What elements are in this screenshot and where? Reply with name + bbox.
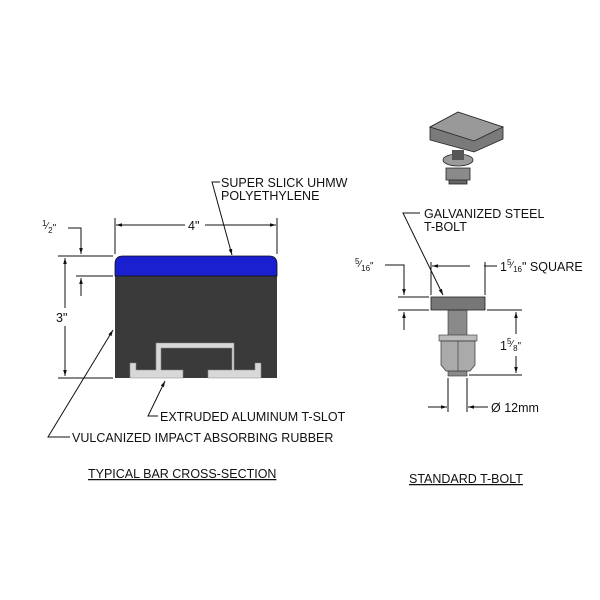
t-bolt-title: STANDARD T-BOLT — [409, 472, 523, 486]
bar-cross-section: 4" 3" 1⁄2" SUPER SLICK UHMW POLYETHYLENE… — [42, 176, 348, 481]
t-bolt-side-view: 15⁄16" SQUARE 5⁄16" 15⁄8" Ø 12mm GALVANI… — [355, 207, 583, 486]
width-dimension: 4" — [188, 219, 199, 233]
shank-length-dimension: 15⁄8" — [500, 337, 522, 353]
uhmw-label-line2: POLYETHYLENE — [221, 189, 319, 203]
t-bolt-3d-view — [428, 111, 505, 185]
cross-section-title: TYPICAL BAR CROSS-SECTION — [88, 467, 276, 481]
t-slot-label: EXTRUDED ALUMINUM T-SLOT — [160, 410, 346, 424]
diameter-dimension: Ø 12mm — [491, 401, 539, 415]
uhmw-label-line1: SUPER SLICK UHMW — [221, 176, 348, 190]
t-bolt-label-line1: GALVANIZED STEEL — [424, 207, 544, 221]
rubber-label: VULCANIZED IMPACT ABSORBING RUBBER — [72, 431, 333, 445]
height-dimension: 3" — [56, 311, 67, 325]
aluminum-t-slot — [129, 342, 262, 379]
head-size-dimension: 15⁄16" SQUARE — [500, 258, 583, 274]
head-thickness-dimension: 5⁄16" — [355, 257, 374, 273]
cap-thickness-dimension: 1⁄2" — [42, 219, 57, 235]
rubber-body — [115, 268, 277, 378]
uhmw-cap — [114, 255, 278, 277]
t-bolt-label-line2: T-BOLT — [424, 220, 467, 234]
